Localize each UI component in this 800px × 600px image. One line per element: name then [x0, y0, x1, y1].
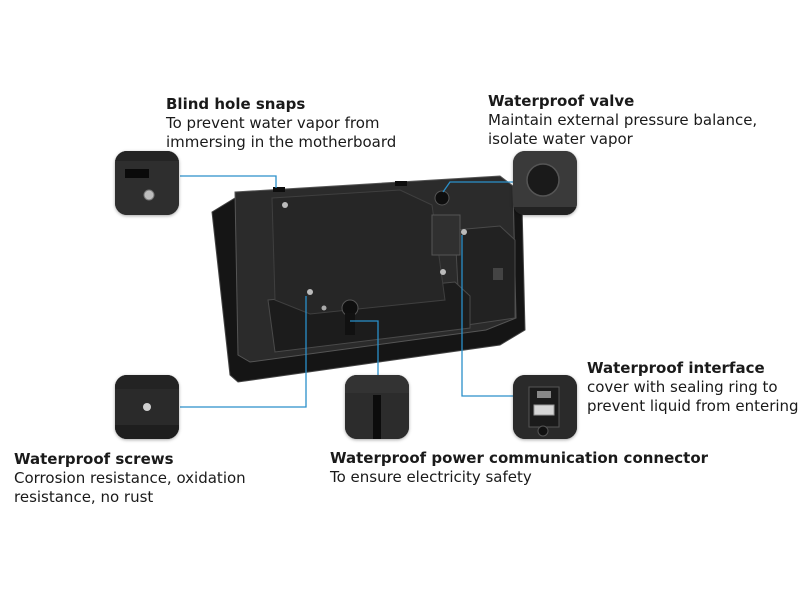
interface-closeup — [513, 375, 577, 439]
annotation-title: Waterproof interface — [587, 359, 765, 377]
annotation-description: cover with sealing ring to — [587, 378, 778, 396]
power-connector-closeup — [345, 375, 409, 439]
leader-power — [350, 320, 379, 375]
screw — [282, 202, 288, 208]
annotation-title: Waterproof power communication connector — [330, 449, 709, 467]
annotation-description: Corrosion resistance, oxidation — [14, 469, 246, 487]
inner-panel — [271, 189, 446, 315]
leader-screws — [180, 296, 307, 408]
annotation-description: resistance, no rust — [14, 488, 154, 506]
annotation-waterproof-interface: Waterproof interface cover with sealing … — [587, 359, 799, 416]
detail-power-connector — [345, 375, 409, 439]
snap-slot — [273, 187, 285, 192]
power-cable — [345, 313, 355, 335]
screw — [461, 229, 467, 235]
leader-blind-hole — [180, 175, 277, 188]
valve-closeup — [513, 151, 577, 215]
screw-closeup — [115, 375, 179, 439]
annotation-waterproof-screws: Waterproof screws Corrosion resistance, … — [14, 450, 284, 507]
screw — [307, 289, 313, 295]
side-port — [493, 268, 503, 280]
detail-waterproof-screws — [115, 375, 179, 439]
screw — [321, 305, 327, 311]
leader-valve — [442, 181, 513, 193]
annotation-description: prevent liquid from entering — [587, 397, 799, 415]
annotation-blind-hole-snaps: Blind hole snaps To prevent water vapor … — [166, 95, 426, 152]
screw — [440, 269, 446, 275]
annotation-description: To ensure electricity safety — [330, 468, 532, 486]
annotation-description: Maintain external pressure balance, — [488, 111, 758, 129]
annotation-waterproof-valve: Waterproof valve Maintain external press… — [488, 92, 788, 149]
valve-hole — [434, 190, 450, 206]
blind-hole-closeup — [115, 151, 179, 215]
interface-cover — [431, 214, 461, 256]
leader-interface — [461, 235, 513, 397]
annotation-description: isolate water vapor — [488, 130, 633, 148]
snap-slot — [395, 181, 407, 186]
annotation-power-connector: Waterproof power communication connector… — [330, 449, 750, 487]
detail-blind-hole-snaps — [115, 151, 179, 215]
annotation-title: Waterproof screws — [14, 450, 174, 468]
annotation-title: Waterproof valve — [488, 92, 635, 110]
annotation-title: Blind hole snaps — [166, 95, 306, 113]
annotation-description: immersing in the motherboard — [166, 133, 397, 151]
detail-waterproof-valve — [513, 151, 577, 215]
annotation-description: To prevent water vapor from — [166, 114, 380, 132]
detail-waterproof-interface — [513, 375, 577, 439]
